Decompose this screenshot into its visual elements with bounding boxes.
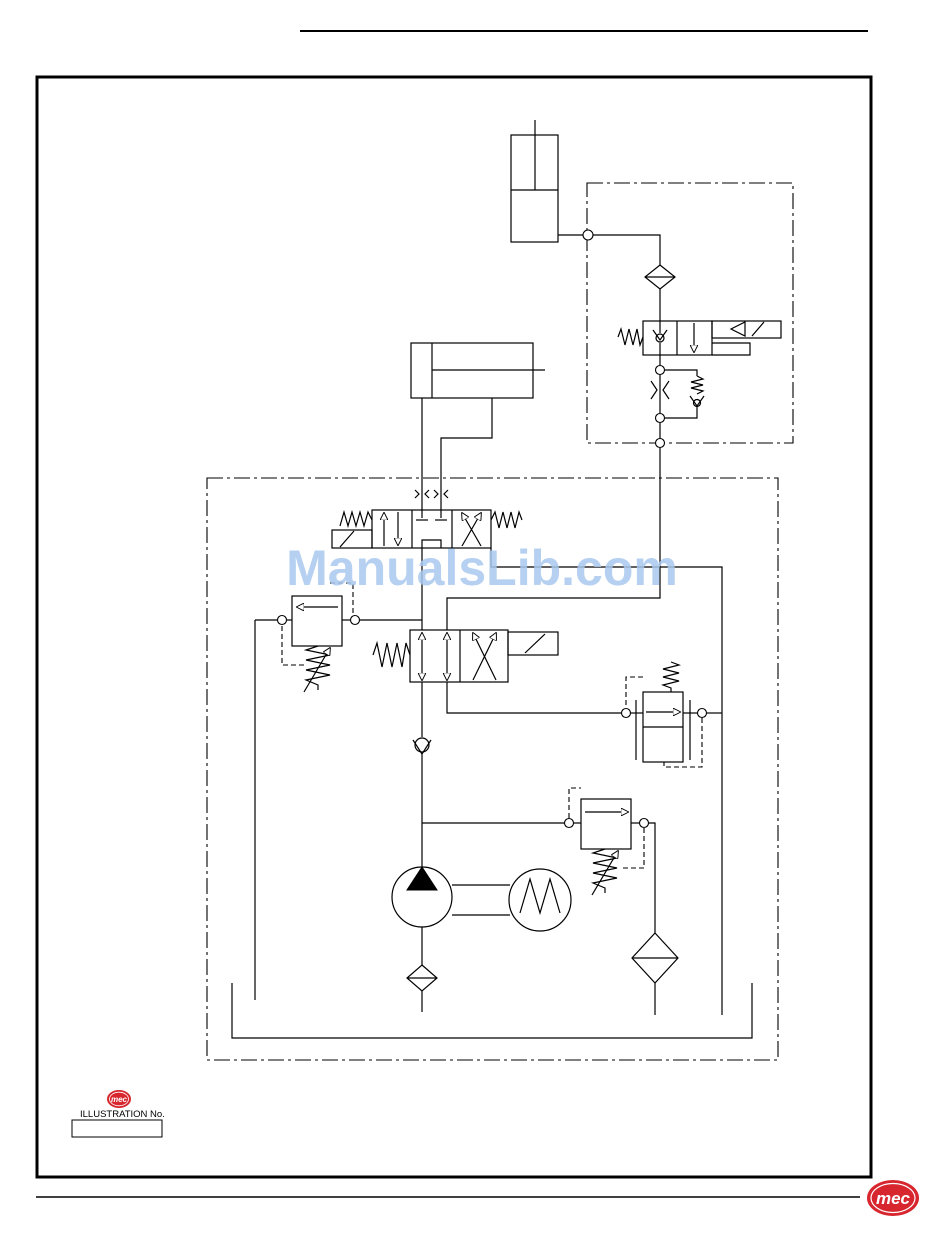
motor-icon bbox=[452, 869, 571, 931]
small-mec-logo-text: mec bbox=[111, 1095, 128, 1104]
steer-cylinder bbox=[411, 343, 545, 518]
pressure-lines bbox=[422, 548, 722, 1015]
illustration-label: ILLUSTRATION No. bbox=[80, 1109, 165, 1120]
return-filter-icon bbox=[632, 933, 678, 1015]
illustration-number-block: mec ILLUSTRATION No. bbox=[72, 1090, 165, 1137]
inline-filter-icon bbox=[645, 265, 675, 321]
reservoir-icon bbox=[232, 983, 752, 1038]
drive-solenoid-valve bbox=[373, 630, 558, 682]
illustration-number-box bbox=[72, 1120, 162, 1137]
drive-relief-valve bbox=[622, 662, 707, 767]
lowering-solenoid-valve bbox=[618, 321, 781, 355]
lift-cylinder-line bbox=[558, 230, 660, 265]
upper-valve-block-boundary bbox=[587, 183, 793, 443]
watermark: ManualsLib.com bbox=[286, 540, 678, 596]
pump-icon bbox=[392, 867, 452, 927]
corner-mec-logo-text: mec bbox=[876, 1189, 911, 1208]
lift-cylinder bbox=[511, 120, 558, 242]
main-relief-valve bbox=[422, 788, 655, 933]
corner-mec-logo: mec bbox=[867, 1180, 919, 1216]
pump-check-valve-icon bbox=[413, 738, 431, 867]
illustration-frame bbox=[37, 77, 871, 1177]
suction-strainer-icon bbox=[407, 927, 437, 1012]
